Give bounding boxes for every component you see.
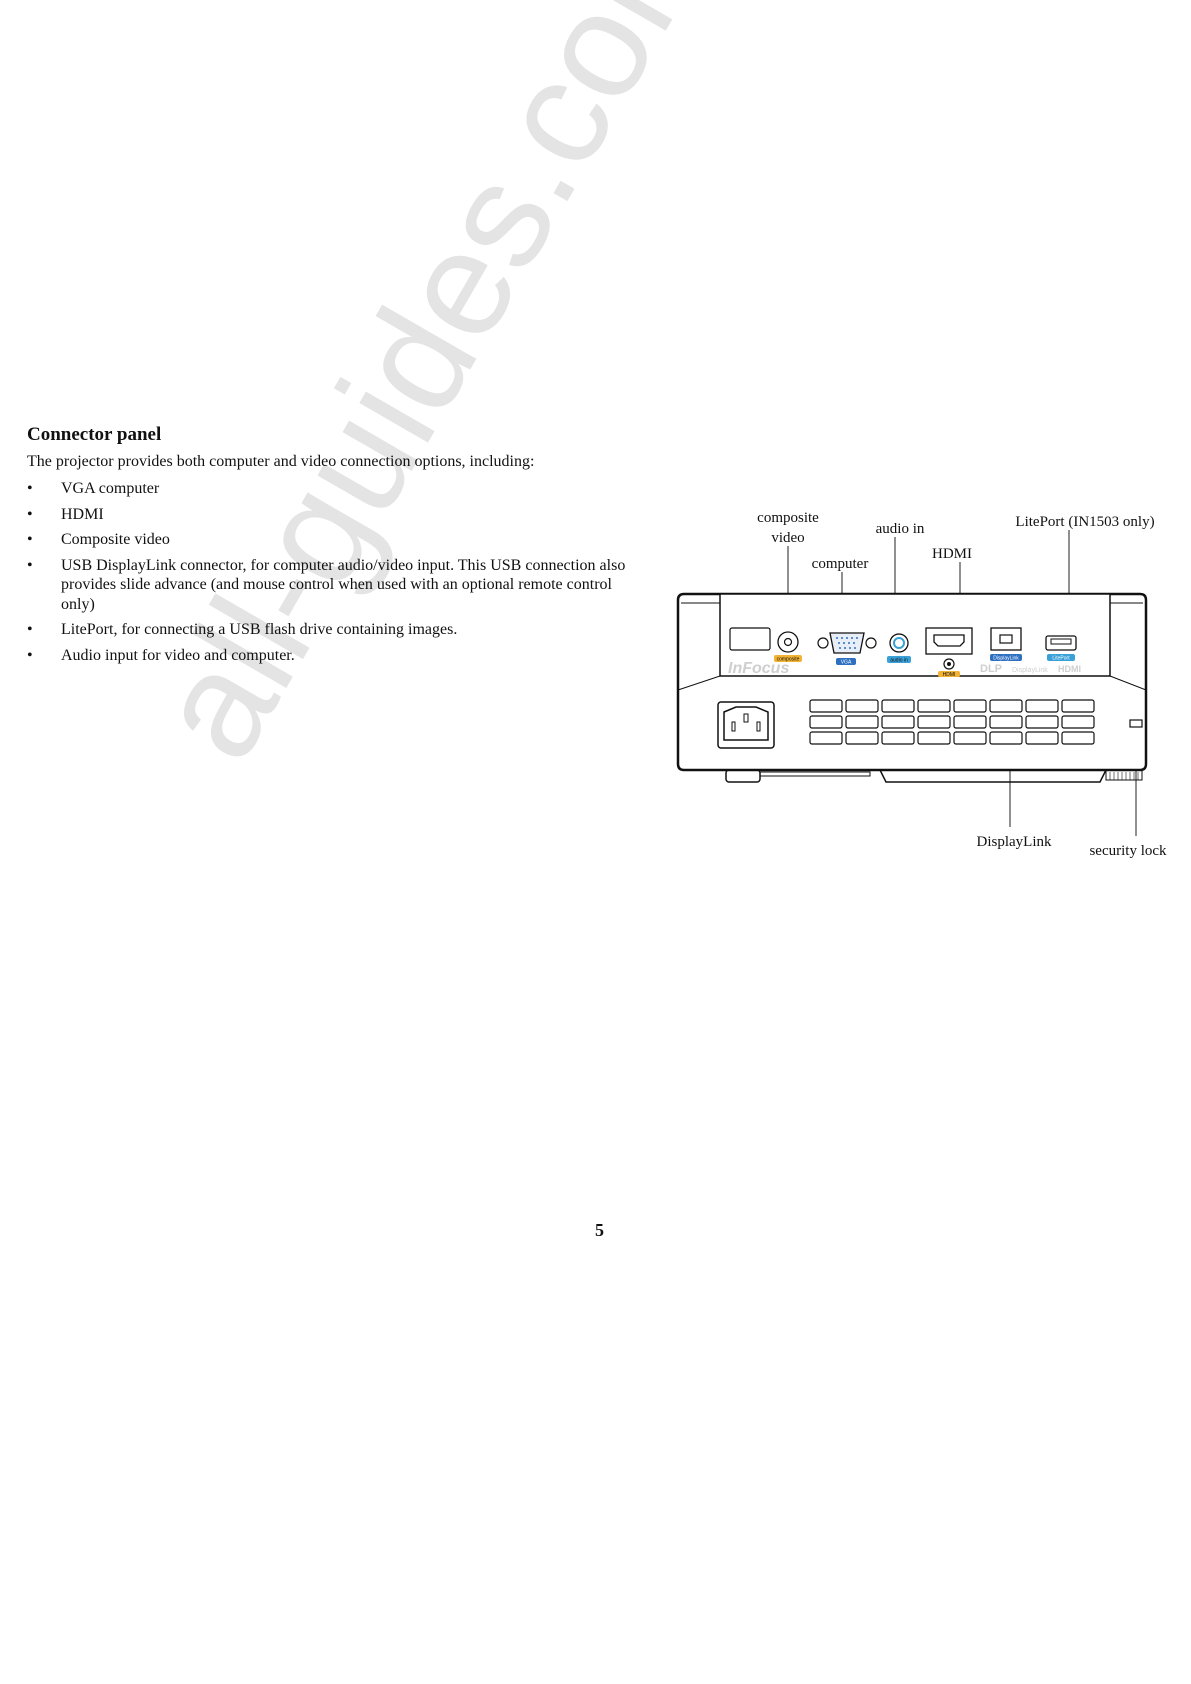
- svg-text:VGA: VGA: [841, 660, 852, 666]
- vent-slot: [809, 715, 843, 729]
- list-item: HDMI: [27, 505, 627, 525]
- vent-slot: [1061, 715, 1095, 729]
- callout-composite: composite: [757, 510, 819, 526]
- hdmi-logo: HDMI: [1058, 664, 1081, 674]
- vent-slot: [1061, 699, 1095, 713]
- connector-panel-section: Connector panel The projector provides b…: [27, 424, 627, 671]
- connector-list: VGA computer HDMI Composite video USB Di…: [27, 479, 627, 665]
- svg-text:audio in: audio in: [890, 658, 908, 664]
- vent-slot: [1025, 715, 1059, 729]
- callout-security-lock: security lock: [1089, 843, 1167, 859]
- callout-displaylink: DisplayLink: [977, 834, 1052, 850]
- list-item: Audio input for video and computer.: [27, 646, 627, 666]
- vent-slot: [1025, 699, 1059, 713]
- vent-slot: [953, 715, 987, 729]
- list-item: LitePort, for connecting a USB flash dri…: [27, 620, 627, 640]
- displaylink-port: DisplayLink: [990, 627, 1022, 662]
- svg-text:DisplayLink: DisplayLink: [993, 656, 1019, 662]
- vent-slot: [917, 731, 951, 745]
- vent-slot: [881, 699, 915, 713]
- projector-body: [676, 592, 1148, 783]
- svg-text:composite: composite: [777, 657, 800, 663]
- hdmi-port: HDMI: [925, 627, 973, 678]
- vent-slot: [989, 731, 1023, 745]
- vent-slot: [953, 699, 987, 713]
- vent-slot: [845, 731, 879, 745]
- vent-slot: [917, 699, 951, 713]
- security-lock-slot: [1129, 719, 1143, 728]
- vent-slot: [809, 731, 843, 745]
- callout-hdmi: HDMI: [932, 546, 972, 562]
- vent-slot: [953, 731, 987, 745]
- vent-slot: [809, 699, 843, 713]
- connector-panel: composite VGA audio in: [728, 627, 1081, 678]
- page-number: 5: [595, 1220, 604, 1240]
- callout-computer: computer: [812, 556, 869, 572]
- audio-in-jack: audio in: [887, 633, 911, 664]
- list-item: USB DisplayLink connector, for computer …: [27, 556, 627, 615]
- list-item: Composite video: [27, 530, 627, 550]
- svg-text:HDMI: HDMI: [943, 672, 956, 678]
- vent-slot: [917, 715, 951, 729]
- callout-liteport: LitePort (IN1503 only): [1015, 514, 1154, 530]
- vent-slot: [1061, 731, 1095, 745]
- power-inlet: [717, 701, 775, 749]
- dlp-logo: DLP: [980, 663, 1002, 675]
- vent-slot: [881, 731, 915, 745]
- brand-logo: InFocus: [728, 660, 789, 677]
- callout-composite: video: [771, 530, 804, 546]
- callout-audio-in: audio in: [876, 521, 925, 537]
- vga-port: VGA: [817, 632, 877, 666]
- vent-slot: [989, 715, 1023, 729]
- list-item: VGA computer: [27, 479, 627, 499]
- connector-panel-diagram: composite video audio in LitePort (IN150…: [676, 510, 1167, 859]
- liteport-port: LitePort: [1045, 635, 1077, 662]
- intro-paragraph: The projector provides both computer and…: [27, 453, 535, 470]
- vent-slot: [881, 715, 915, 729]
- svg-text:LitePort: LitePort: [1052, 656, 1070, 662]
- section-heading: Connector panel: [27, 424, 162, 445]
- vent-slot: [845, 715, 879, 729]
- displaylink-logo: DisplayLink: [1012, 667, 1048, 674]
- vent-slot: [1025, 731, 1059, 745]
- vent-slot: [989, 699, 1023, 713]
- vent-slot: [845, 699, 879, 713]
- vent-grille: [809, 699, 1095, 745]
- composite-jack: composite: [774, 631, 802, 663]
